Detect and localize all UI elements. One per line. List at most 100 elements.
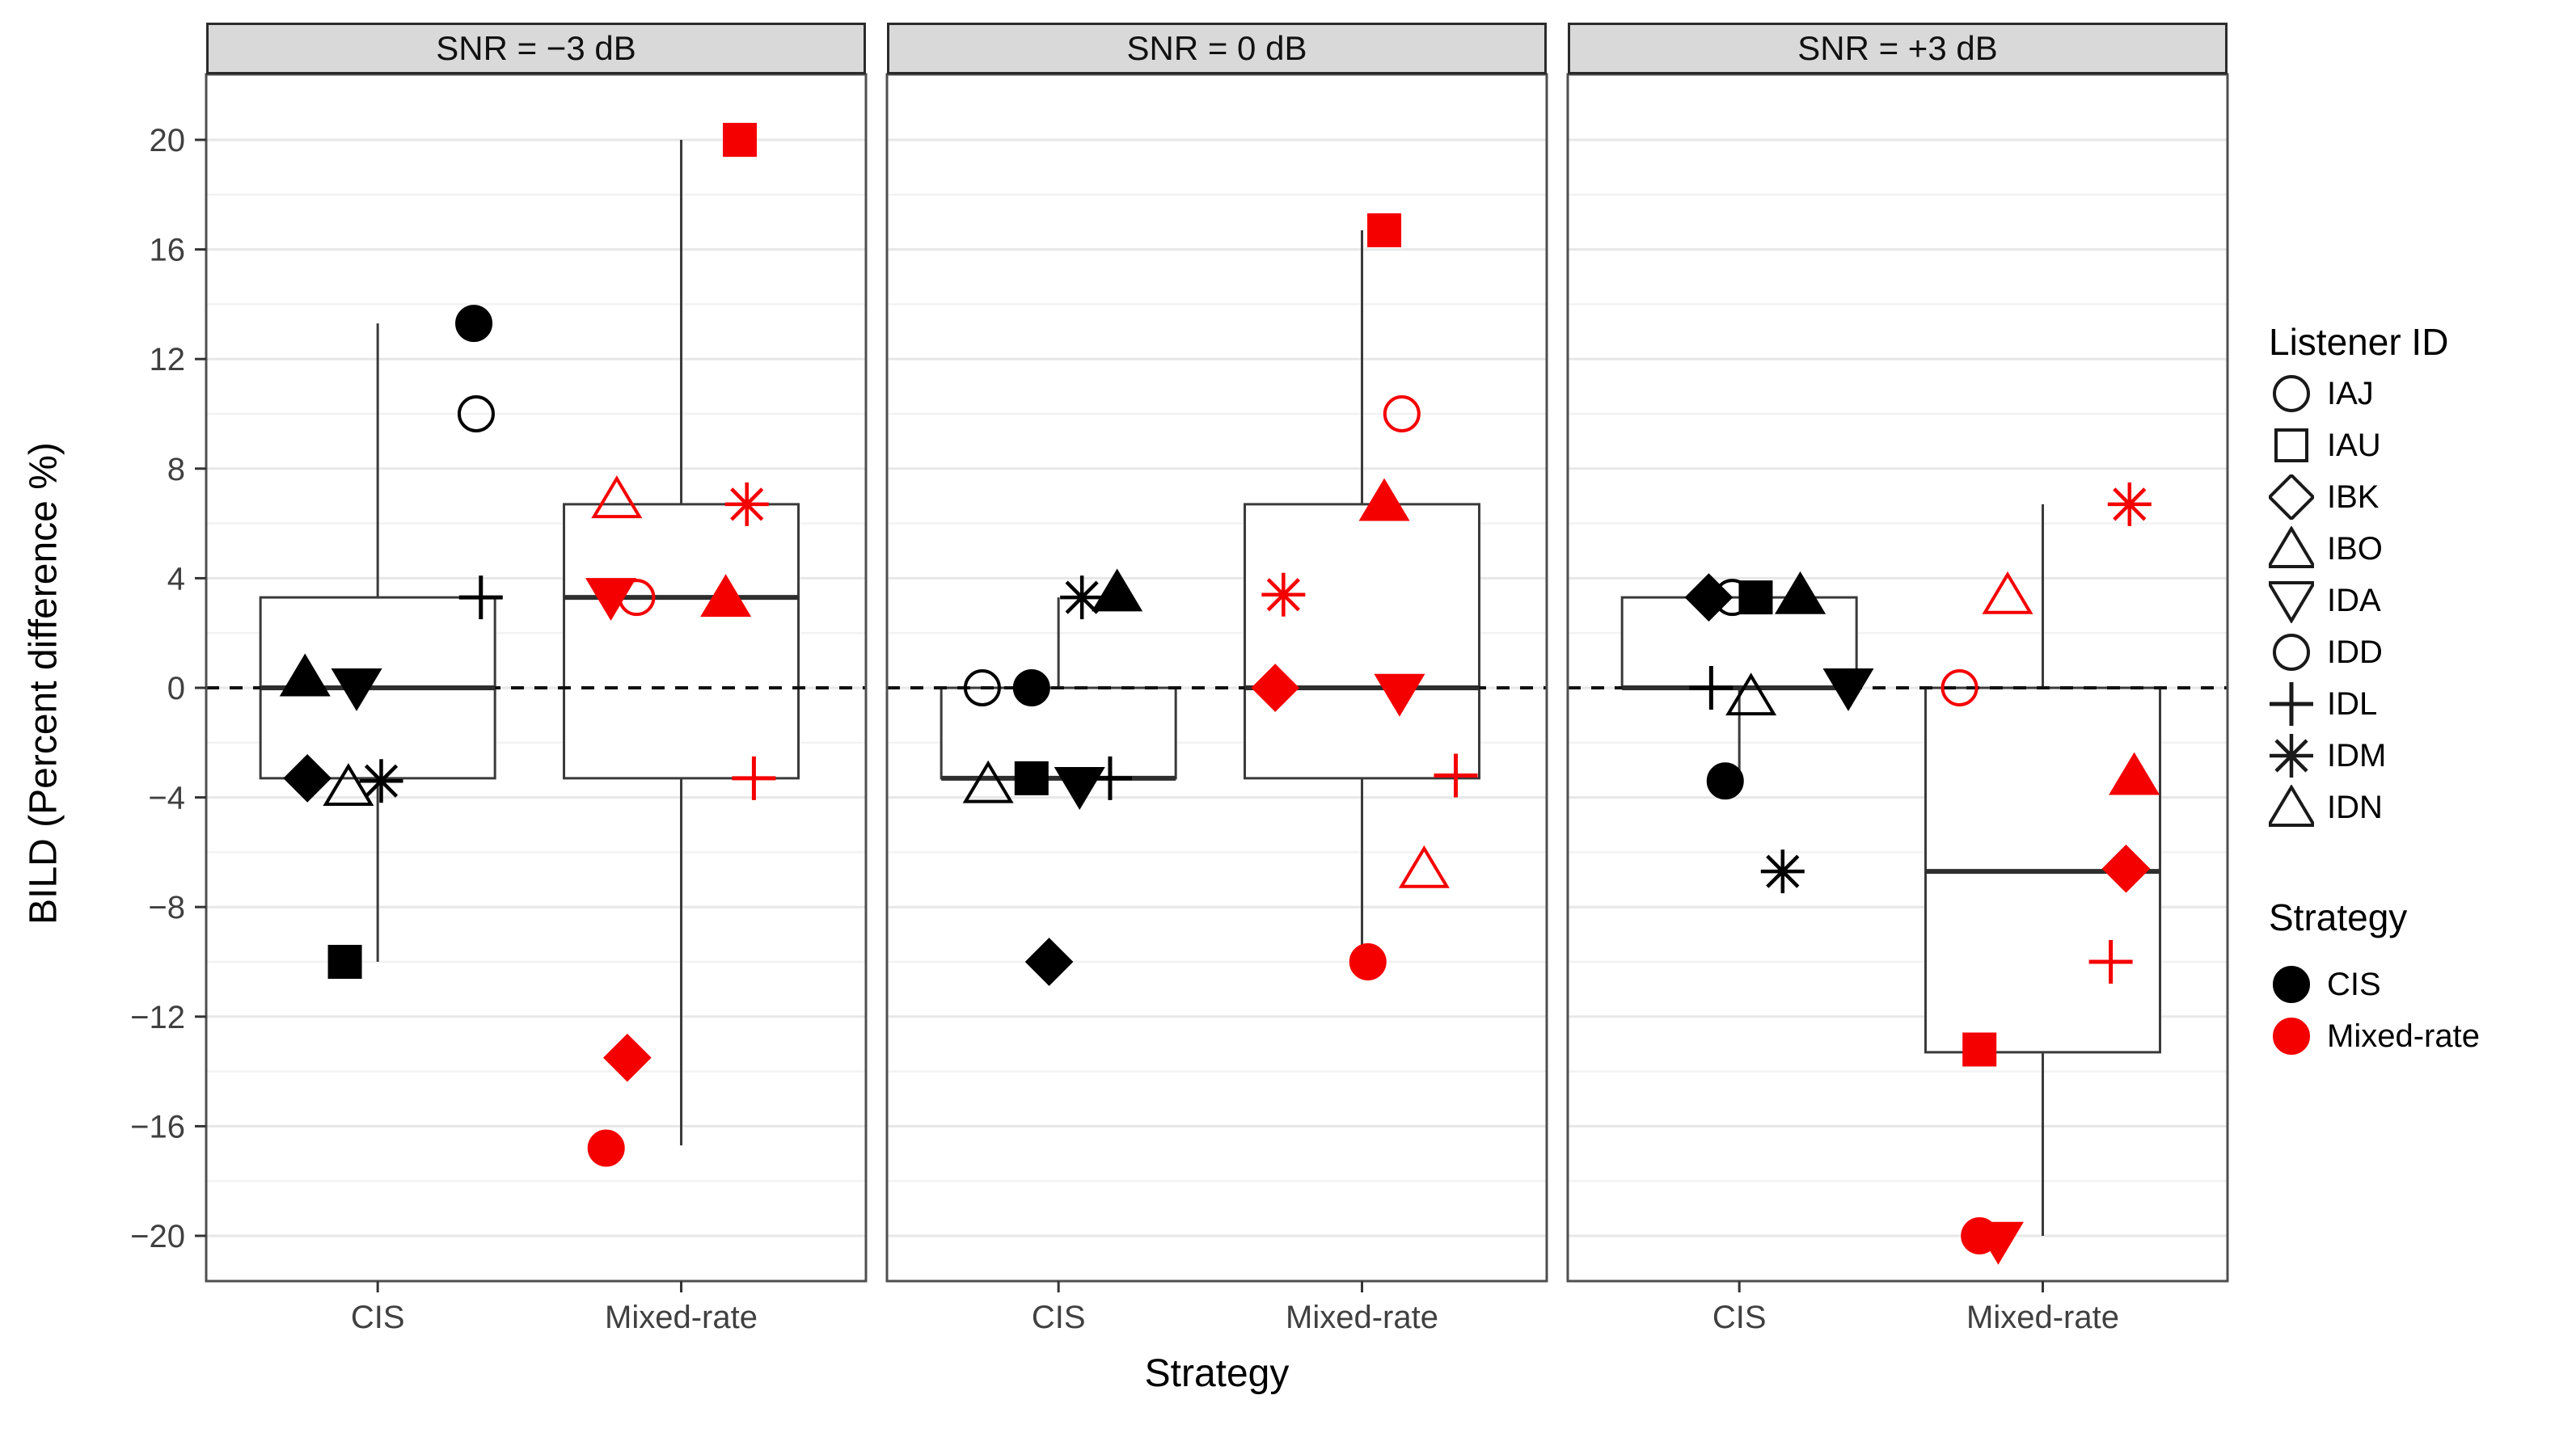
data-point-square <box>2274 428 2308 462</box>
asterisk-icon <box>2269 733 2314 778</box>
data-point-square <box>1367 213 1402 247</box>
facet-panel-1: CIS Mixed-rate <box>885 73 1548 1335</box>
data-point-circle <box>1940 669 1978 706</box>
y-axis-title: BILD (Percent difference %) <box>22 442 65 925</box>
data-point-triangle-down <box>1972 1221 2024 1265</box>
data-point-plus <box>732 756 776 800</box>
legend-item-iau: IAU <box>2269 423 2381 468</box>
legend-item-ida: IDA <box>2269 578 2381 623</box>
legend-item-cis: CIS <box>2269 962 2381 1007</box>
plus-icon <box>2269 681 2314 727</box>
data-point-circle <box>1012 669 1050 706</box>
facet-strip-snr-minus3: SNR = −3 dB <box>206 23 866 74</box>
data-point-triangle <box>1398 845 1450 888</box>
data-point-plus <box>1087 756 1132 800</box>
legend-item-label: Mixed-rate <box>2327 1018 2480 1054</box>
legend-item-label: IDA <box>2327 582 2381 618</box>
y-tick-label: 8 <box>167 452 185 487</box>
data-point-triangle-down <box>2269 581 2314 623</box>
data-point-asterisk <box>1060 575 1104 620</box>
data-point-diamond <box>2101 844 2151 893</box>
data-point-triangle <box>2269 785 2314 827</box>
facet-strip-snr-plus3: SNR = +3 dB <box>1568 23 2228 74</box>
data-point-triangle <box>2269 526 2314 568</box>
data-point-triangle <box>279 653 331 697</box>
data-point-asterisk <box>1261 572 1306 617</box>
data-point-square <box>1962 1032 1997 1067</box>
data-point-diamond <box>1251 664 1300 712</box>
data-point-triangle <box>591 475 643 519</box>
triangle-icon <box>2269 785 2314 830</box>
filled-circle-icon <box>2269 1014 2314 1059</box>
y-tick-label: −8 <box>148 890 185 925</box>
box-cis <box>940 686 1177 780</box>
data-point-triangle <box>1982 571 2033 614</box>
data-point-circle <box>457 395 495 432</box>
legend-item-label: IDM <box>2327 737 2387 774</box>
data-point-diamond <box>602 1033 652 1082</box>
panel-border <box>1566 73 2229 1283</box>
triangle-icon <box>2269 526 2314 571</box>
y-tick-label: −4 <box>148 781 185 816</box>
data-point-plus <box>1689 666 1734 710</box>
y-tick-label: −16 <box>130 1109 185 1144</box>
x-tick-label: Mixed-rate <box>1286 1300 1438 1335</box>
data-point-asterisk <box>2270 734 2313 778</box>
data-point-circle <box>2273 634 2310 671</box>
facet-strip-label: SNR = 0 dB <box>1126 29 1307 67</box>
legend-item-label: IAU <box>2327 427 2381 463</box>
data-point-circle <box>587 1129 625 1167</box>
data-point-circle <box>618 579 656 617</box>
legend: Listener ID IAJ IAU IBK IBO IDA IDD IDL <box>2264 0 2571 1429</box>
data-point-triangle <box>2109 752 2160 795</box>
legend-item-idd: IDD <box>2269 630 2383 675</box>
facet-strip-label: SNR = −3 dB <box>436 29 636 67</box>
data-point-triangle-down <box>1374 673 1425 717</box>
legend-item-label: CIS <box>2327 966 2381 1002</box>
x-axis-title: Strategy <box>1144 1352 1290 1395</box>
data-point-triangle-down <box>1822 668 1874 711</box>
data-point-circle <box>1706 762 1744 800</box>
data-point-plus <box>1434 753 1478 798</box>
data-point-triangle <box>1092 568 1143 612</box>
legend-item-label: IBO <box>2327 530 2383 567</box>
data-point-asterisk <box>359 759 403 803</box>
data-point-triangle <box>1775 571 1826 614</box>
data-point-circle <box>1383 395 1421 432</box>
legend-item-idm: IDM <box>2269 733 2386 778</box>
data-point-circle <box>2273 1018 2310 1055</box>
data-point-triangle <box>962 760 1014 803</box>
circle-icon <box>2269 371 2314 416</box>
y-tick-label: 12 <box>150 342 186 377</box>
data-point-triangle <box>700 574 752 618</box>
box-mixed-rate <box>1244 503 1481 780</box>
legend-item-idl: IDL <box>2269 681 2377 727</box>
y-tick-label: 16 <box>150 233 186 268</box>
legend-strategy-title: Strategy <box>2269 896 2408 938</box>
legend-item-ibk: IBK <box>2269 474 2379 520</box>
legend-item-ibo: IBO <box>2269 526 2383 571</box>
data-point-asterisk <box>2107 482 2152 526</box>
x-tick-label: CIS <box>1032 1300 1086 1335</box>
legend-item-label: IDL <box>2327 685 2378 722</box>
data-point-square <box>1738 580 1773 615</box>
legend-item-mixed-rate: Mixed-rate <box>2269 1014 2480 1059</box>
data-point-square <box>1014 761 1049 795</box>
data-point-circle <box>455 305 493 343</box>
facet-strip-snr-0: SNR = 0 dB <box>887 23 1547 74</box>
data-point-asterisk <box>1760 849 1805 894</box>
legend-item-label: IDD <box>2327 634 2383 670</box>
data-point-asterisk <box>724 482 769 526</box>
facet-strip-label: SNR = +3 dB <box>1797 29 1998 67</box>
filled-circle-icon <box>2269 962 2314 1007</box>
data-point-plus <box>458 575 503 620</box>
data-point-triangle <box>323 763 374 807</box>
panel-border <box>885 73 1548 1283</box>
data-point-triangle <box>1358 478 1410 521</box>
data-point-diamond <box>283 754 332 803</box>
legend-item-label: IBK <box>2327 478 2380 515</box>
y-tick-label: 4 <box>167 561 185 596</box>
